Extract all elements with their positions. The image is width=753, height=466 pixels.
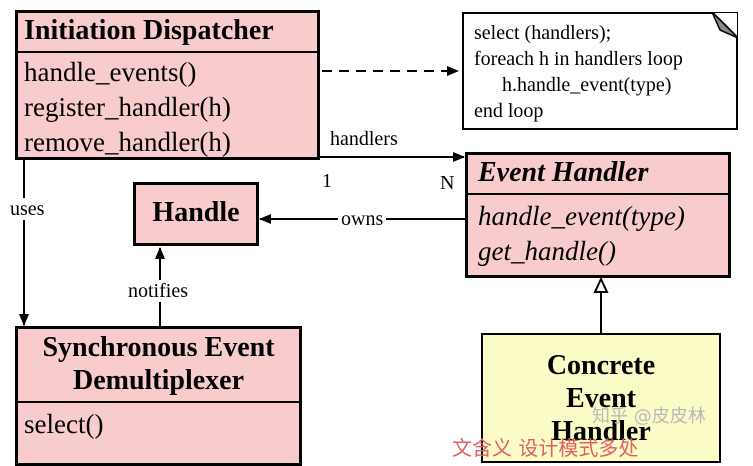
multiplicity-one-label: 1 <box>322 170 332 192</box>
demux-title-line1: Synchronous Event <box>42 332 275 363</box>
note-folded-corner-icon <box>712 12 738 38</box>
dispatch-loop-note: select (handlers); foreach h in handlers… <box>462 12 738 130</box>
concrete-event-handler-class: Concrete Event Handler <box>481 333 721 463</box>
method-remove-handler: remove_handler(h) <box>24 127 231 157</box>
demux-title-line2: Demultiplexer <box>72 365 245 396</box>
demux-title: Synchronous Event Demultiplexer <box>18 329 299 403</box>
inheritance-triangle <box>593 276 609 293</box>
method-get-handle: get_handle() <box>478 236 616 266</box>
method-handle-events: handle_events() <box>24 57 197 87</box>
watermark: 知乎 @皮皮林 <box>592 406 706 427</box>
note-line: h.handle_event(type) <box>502 74 672 96</box>
method-select: select() <box>24 409 104 439</box>
multiplicity-n-label: N <box>440 172 455 194</box>
handle-class: Handle <box>133 182 259 246</box>
initiation-dispatcher-class: Initiation Dispatcher handle_events() re… <box>15 10 320 160</box>
event-handler-class: Event Handler handle_event(type) get_han… <box>465 152 731 278</box>
handlers-label: handlers <box>330 128 398 150</box>
red-annotation-text: 文含义 设计模式多处 <box>452 436 639 460</box>
concrete-title: Concrete Event Handler <box>483 335 719 448</box>
method-register-handler: register_handler(h) <box>24 92 231 122</box>
owns-label: owns <box>338 208 387 230</box>
method-handle-event: handle_event(type) <box>478 201 685 231</box>
note-line: foreach h in handlers loop <box>474 48 683 70</box>
concrete-title-line3: Handler <box>551 416 651 447</box>
event-handler-title: Event Handler <box>468 155 728 195</box>
note-line: select (handlers); <box>474 22 612 44</box>
note-line: end loop <box>474 100 544 122</box>
handle-title: Handle <box>152 197 240 228</box>
concrete-title-line2: Event <box>566 383 636 414</box>
notifies-label: notifies <box>126 280 190 302</box>
concrete-title-line1: Concrete <box>546 350 656 381</box>
uses-label: uses <box>8 198 47 220</box>
synchronous-event-demultiplexer-class: Synchronous Event Demultiplexer select() <box>15 326 302 466</box>
initiation-dispatcher-title: Initiation Dispatcher <box>18 13 317 53</box>
